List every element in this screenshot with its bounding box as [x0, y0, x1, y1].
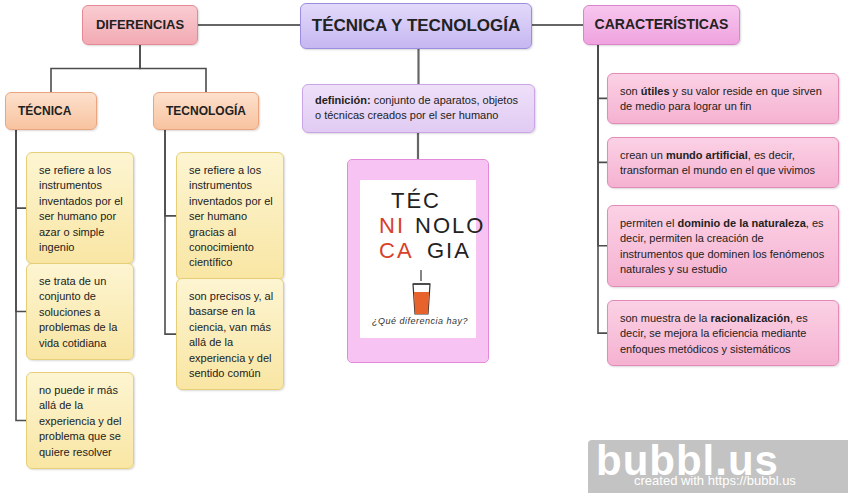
note-box: no puede ir más allá de la experiencia y… — [26, 372, 134, 469]
node-text: son precisos y, al basarse en la ciencia… — [189, 289, 275, 381]
feature-box: son útiles y su valor reside en que sirv… — [607, 73, 839, 124]
node-text: DIFERENCIAS — [96, 16, 184, 34]
node-text: son — [620, 85, 638, 97]
node-text: definición: — [315, 94, 371, 106]
connector-line — [598, 45, 607, 162]
category-box: TECNOLOGÍA — [153, 92, 259, 130]
cover-letters: CA — [379, 239, 414, 263]
cover-letters: NI — [379, 214, 405, 238]
feature-box: son muestra de la racionalización, es de… — [607, 300, 839, 366]
node-text: se refiere a los instrumentos inventados… — [189, 163, 275, 271]
node-text: TÉCNICA Y TECNOLOGÍA — [312, 14, 520, 38]
connector-line — [532, 24, 583, 26]
connector-line — [16, 130, 26, 208]
cover-subtitle: ¿Qué diferencia hay? — [372, 317, 468, 327]
note-box: son precisos y, al basarse en la ciencia… — [176, 278, 284, 390]
node-text: dominio de la naturaleza — [677, 217, 805, 229]
connector-line — [198, 24, 300, 26]
node-text: TECNOLOGÍA — [166, 103, 246, 120]
note-box: se refiere a los instrumentos inventados… — [26, 152, 134, 264]
connector-line — [598, 45, 607, 246]
connector-line — [598, 45, 607, 98]
branch-box: CARACTERÍSTICAS — [583, 5, 740, 45]
node-text: útiles — [641, 85, 670, 97]
node-text: racionalización — [711, 312, 790, 324]
connector-line — [165, 130, 176, 216]
glass-drawing — [413, 270, 430, 314]
cover-letters: GIA — [427, 239, 471, 263]
node-text: CARACTERÍSTICAS — [595, 15, 729, 35]
connector-line — [140, 45, 206, 92]
category-box: TÉCNICA — [5, 92, 97, 130]
title-box: TÉCNICA Y TECNOLOGÍA — [300, 3, 532, 49]
connector-line — [16, 130, 26, 420]
node-text: crean un — [620, 149, 663, 161]
cover-letters: NOLO — [415, 214, 485, 238]
connector-line — [417, 133, 419, 160]
node-text: mundo artificial — [666, 149, 748, 161]
cover-letters: TÉC — [391, 189, 441, 213]
branch-box: DIFERENCIAS — [82, 5, 198, 45]
connector-line — [165, 130, 176, 334]
note-box: se refiere a los instrumentos inventados… — [176, 152, 284, 280]
feature-box: crean un mundo artificial, es decir, tra… — [607, 137, 839, 188]
connector-line — [598, 45, 607, 333]
node-text: TÉCNICA — [18, 103, 71, 120]
connector-line — [16, 130, 26, 311]
note-box: se trata de un conjunto de soluciones a … — [26, 263, 134, 360]
definition-box: definición: conjunto de aparatos, objeto… — [302, 84, 535, 133]
node-text: son muestra de la — [620, 312, 707, 324]
connector-line — [51, 45, 140, 92]
node-text: permiten el — [620, 217, 674, 229]
book-cover — [360, 180, 476, 338]
feature-box: permiten el dominio de la naturaleza, es… — [607, 205, 839, 287]
watermark-text: created with https://bubbl.us — [634, 474, 796, 488]
node-text: se refiere a los instrumentos inventados… — [39, 163, 125, 255]
node-text: se trata de un conjunto de soluciones a … — [39, 274, 125, 351]
node-text: no puede ir más allá de la experiencia y… — [39, 383, 125, 460]
connector-line — [417, 49, 419, 84]
